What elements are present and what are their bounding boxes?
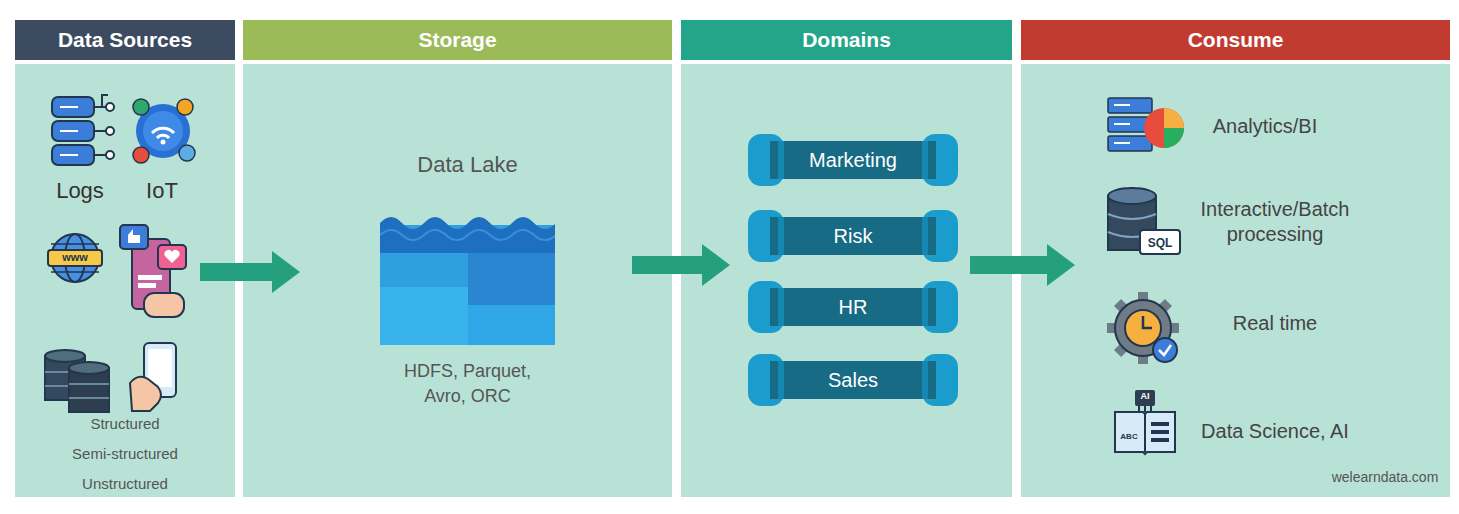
column-panel	[15, 64, 235, 497]
domain-scroll: HR	[748, 281, 958, 333]
column-band: Data Sources	[15, 20, 235, 497]
flow-arrow	[970, 244, 1075, 286]
column-band: Consume	[1021, 20, 1450, 497]
column-header: Data Sources	[15, 20, 235, 60]
flow-arrow	[200, 251, 300, 293]
flow-arrow	[632, 244, 730, 286]
scroll-text: Marketing	[748, 134, 958, 186]
scroll-text: HR	[748, 281, 958, 333]
lake-caption: HDFS, Parquet, Avro, ORC	[385, 359, 550, 409]
scroll-text: Sales	[748, 354, 958, 406]
scroll-text: Risk	[748, 210, 958, 262]
column-band: StorageData LakeHDFS, Parquet, Avro, ORC	[243, 20, 672, 497]
lake-heading: Data Lake	[350, 150, 585, 180]
column-header: Consume	[1021, 20, 1450, 60]
column-panel	[1021, 64, 1450, 497]
domain-scroll: Marketing	[748, 134, 958, 186]
domain-scroll: Sales	[748, 354, 958, 406]
column-header: Domains	[681, 20, 1012, 60]
column-header: Storage	[243, 20, 672, 60]
lake-illustration	[380, 205, 555, 345]
column-band: DomainsMarketingRiskHR Sales	[681, 20, 1012, 497]
data-lake-node: Data LakeHDFS, Parquet, Avro, ORC	[350, 150, 585, 425]
column-panel	[681, 64, 1012, 497]
domain-scroll: Risk	[748, 210, 958, 262]
